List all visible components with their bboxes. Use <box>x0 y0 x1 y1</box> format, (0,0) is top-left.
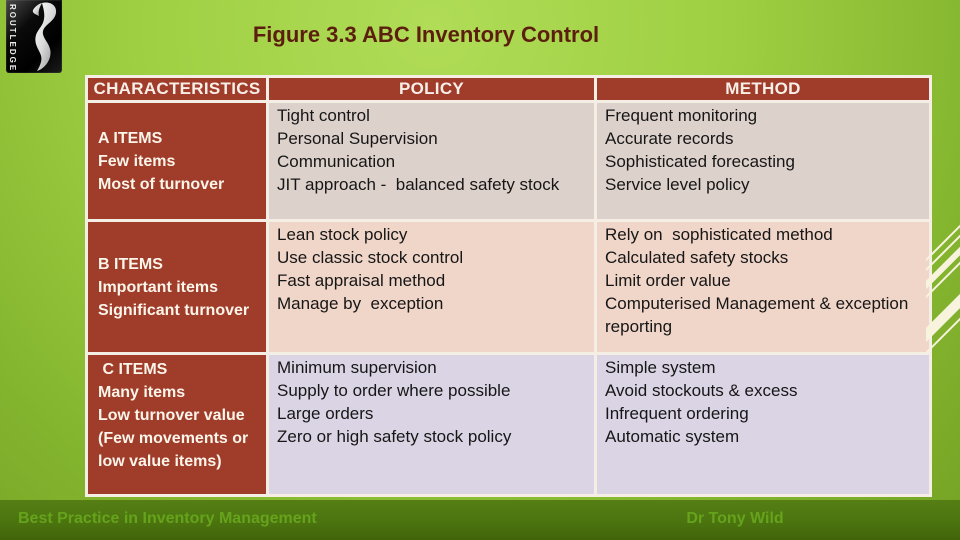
footer-author: Dr Tony Wild <box>686 510 784 527</box>
footer-course-title: Best Practice in Inventory Management <box>18 510 317 527</box>
routledge-logo: ROUTLEDGE <box>6 0 62 73</box>
cell-c-method: Simple system Avoid stockouts & excess I… <box>597 355 929 494</box>
footer-bar: Best Practice in Inventory Management Dr… <box>0 500 960 540</box>
column-header-characteristics: CHARACTERISTICS <box>88 78 266 100</box>
cell-b-characteristics: B ITEMS Important items Significant turn… <box>88 222 266 352</box>
cell-c-characteristics: C ITEMS Many items Low turnover value (F… <box>88 355 266 494</box>
column-header-policy: POLICY <box>269 78 594 100</box>
cell-c-policy: Minimum supervision Supply to order wher… <box>269 355 594 494</box>
cell-b-policy: Lean stock policy Use classic stock cont… <box>269 222 594 352</box>
cell-a-method: Frequent monitoring Accurate records Sop… <box>597 103 929 219</box>
cell-a-policy: Tight control Personal Supervision Commu… <box>269 103 594 219</box>
diagonal-stripes-decoration <box>926 224 960 355</box>
abc-inventory-table: CHARACTERISTICS POLICY METHOD A ITEMS Fe… <box>85 75 932 497</box>
column-header-method: METHOD <box>597 78 929 100</box>
routledge-figure-icon <box>32 2 57 72</box>
routledge-logo-text: ROUTLEDGE <box>8 4 17 73</box>
cell-b-method: Rely on sophisticated method Calculated … <box>597 222 929 352</box>
slide-title: Figure 3.3 ABC Inventory Control <box>252 22 600 47</box>
cell-a-characteristics: A ITEMS Few items Most of turnover <box>88 103 266 219</box>
